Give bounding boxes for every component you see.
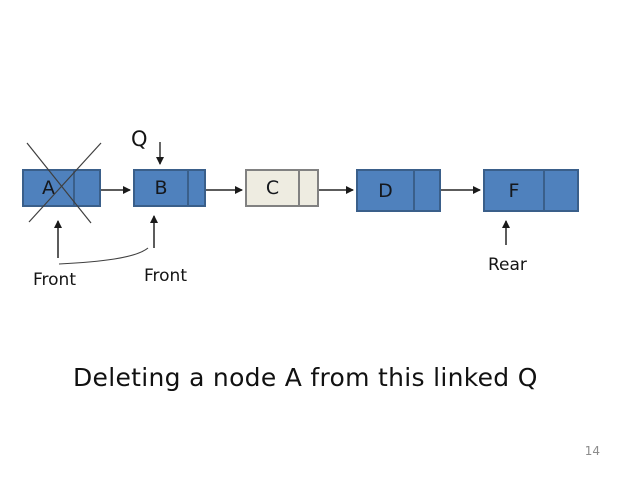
node-d-data-cell: D [358,171,415,210]
node-a-data-cell: A [24,171,75,205]
queue-pointer-label: Q [131,127,148,151]
node-c-data-cell: C [247,171,300,205]
list-node-a: A [22,169,101,207]
front-move-curve [58,247,149,265]
node-d-pointer-cell [415,171,439,210]
list-node-b: B [133,169,206,207]
page-number: 14 [584,444,600,458]
slide-title: Deleting a node A from this linked Q [73,363,538,392]
node-a-pointer-cell [75,171,99,205]
front-old-label: Front [33,270,76,290]
node-f-label: F [508,179,520,202]
node-b-label: B [154,177,168,199]
list-node-f: F [483,169,579,212]
node-a-label: A [42,177,55,199]
node-d-label: D [378,179,393,202]
node-b-data-cell: B [135,171,189,205]
node-c-label: C [265,177,280,199]
front-new-label: Front [144,266,187,286]
list-node-c: C [245,169,319,207]
node-c-pointer-cell [300,171,317,205]
node-f-pointer-cell [545,171,577,210]
rear-label: Rear [488,255,527,275]
list-node-d: D [356,169,441,212]
node-f-data-cell: F [485,171,545,210]
node-b-pointer-cell [189,171,204,205]
